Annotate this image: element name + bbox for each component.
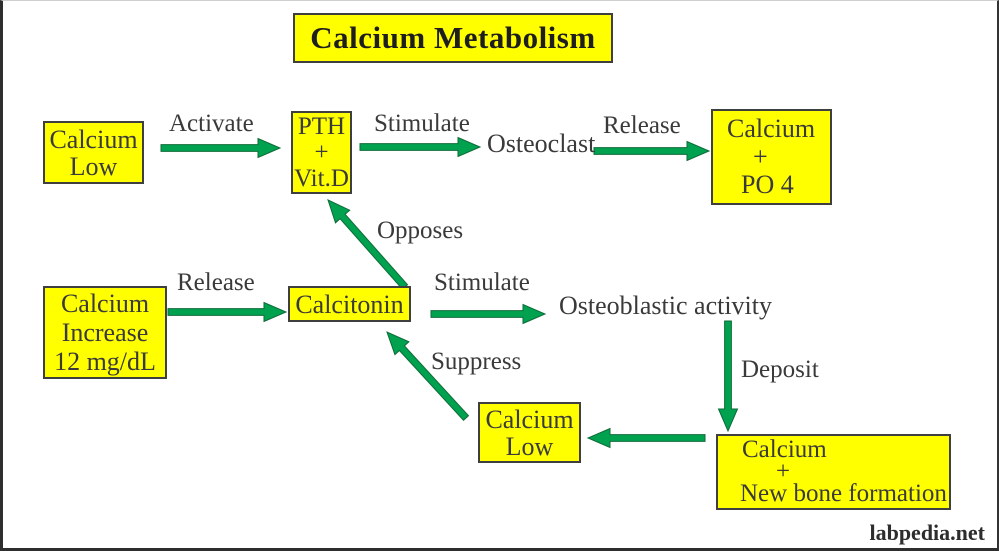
release-mid-arrow	[167, 301, 288, 323]
box-line: +	[753, 142, 768, 171]
label-suppress: Suppress	[431, 348, 522, 375]
box-line: Low	[505, 431, 554, 461]
box-pth-vitd: PTH + Vit.D	[291, 111, 352, 194]
label-activate: Activate	[169, 110, 254, 137]
box-line: +	[776, 458, 791, 485]
box-calcium-low-bottom: Calcium Low	[478, 402, 581, 463]
box-line: PTH	[297, 112, 346, 140]
label-osteoclast: Osteoclast	[487, 129, 596, 158]
label-opposes: Opposes	[377, 217, 464, 244]
box-line: Calcium	[485, 404, 574, 434]
release-top-arrow	[593, 140, 711, 162]
box-line: Calcium	[49, 124, 138, 154]
box-line: Increase	[61, 318, 149, 347]
arrow-layer	[160, 136, 739, 449]
box-line: Low	[69, 151, 118, 181]
box-line: +	[314, 138, 329, 166]
diagram-title: Calcium Metabolism	[310, 20, 596, 55]
box-line: Calcitonin	[295, 289, 404, 319]
label-osteoblastic-activity: Osteoblastic activity	[559, 291, 773, 320]
stimulate-top-arrow	[359, 136, 482, 158]
diagram-title-box: Calcium Metabolism	[293, 13, 613, 63]
box-line: New bone formation	[740, 480, 947, 507]
resorbed-calcium-arrow	[586, 427, 706, 449]
watermark-labpedia: labpedia.net	[869, 520, 985, 545]
box-line: 12 mg/dL	[54, 347, 156, 376]
box-calcium-increase: Calcium Increase 12 mg/dL	[43, 286, 167, 379]
deposit-arrow	[717, 320, 739, 433]
label-stimulate-mid: Stimulate	[434, 269, 530, 296]
stimulate-mid-arrow	[430, 303, 547, 325]
box-line: Vit.D	[294, 164, 349, 192]
box-calcium-low-top: Calcium Low	[43, 121, 144, 184]
box-line: Calcium	[60, 289, 150, 318]
box-calcium-new-bone: Calcium + New bone formation	[716, 434, 951, 510]
box-calcitonin: Calcitonin	[288, 286, 411, 322]
box-calcium-po4: Calcium + PO 4	[711, 109, 832, 205]
label-stimulate-top: Stimulate	[374, 110, 470, 137]
box-line: PO 4	[741, 170, 794, 199]
suppress-arrow	[386, 331, 470, 422]
activate-arrow	[160, 137, 282, 159]
box-line: Calcium	[727, 114, 816, 143]
label-release-top: Release	[603, 112, 681, 139]
opposes-arrow	[327, 199, 409, 291]
box-line: Calcium	[742, 436, 827, 463]
label-deposit: Deposit	[741, 356, 819, 383]
label-release-mid: Release	[177, 269, 255, 296]
